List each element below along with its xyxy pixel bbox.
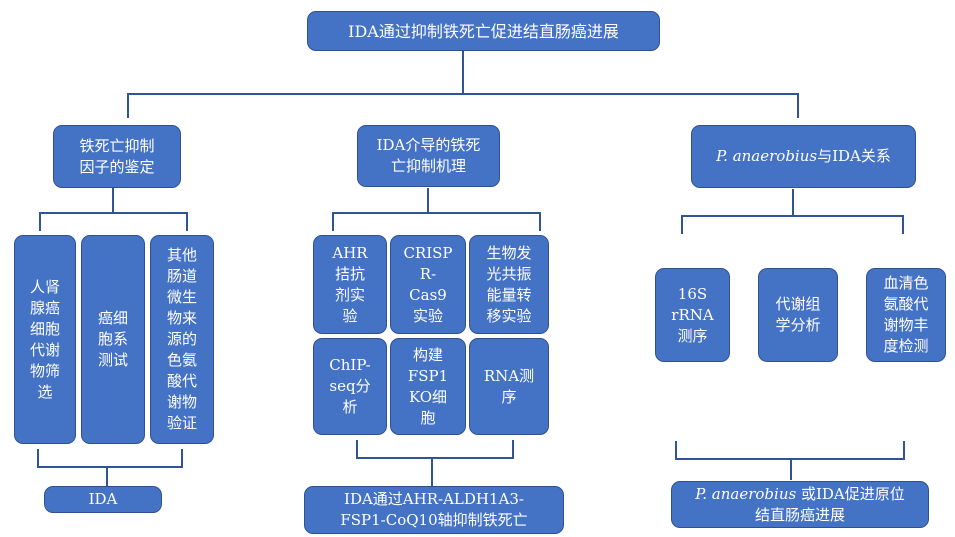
- step-cancer-cell-line-test: 癌细 胞系 测试: [81, 235, 145, 444]
- step-ahr-antagonist: AHR 拮抗 剂实 验: [313, 235, 387, 334]
- branch-relationship: P. anaerobius与IDA关系: [691, 125, 916, 188]
- result-ida: IDA: [44, 486, 162, 513]
- root-bracket: [127, 93, 799, 118]
- branch1-result-bracket: [37, 449, 183, 468]
- branch2-result-bracket: [356, 440, 514, 459]
- branch-identification: 铁死亡抑制 因子的鉴定: [53, 125, 181, 188]
- result-progression-label: 或IDA促进原位 结直肠癌进展: [754, 484, 905, 524]
- step-serum-tryptophan: 血清色 氨酸代 谢物丰 度检测: [866, 268, 946, 362]
- step-fsp1-ko: 构建 FSP1 KO细 胞: [390, 338, 466, 435]
- result-species-name: P. anaerobius: [695, 484, 797, 503]
- branch3-bracket: [681, 215, 904, 234]
- step-crispr-cas9: CRISP R- Cas9 实验: [390, 235, 466, 334]
- root-node: IDA通过抑制铁死亡促进结直肠癌进展: [307, 11, 660, 51]
- step-kidney-cell-screening: 人肾 腺癌 细胞 代谢 物筛 选: [14, 235, 76, 444]
- result-progression: P. anaerobius 或IDA促进原位 结直肠癌进展: [671, 481, 929, 528]
- step-rna-seq: RNA测 序: [469, 338, 549, 435]
- result-axis: IDA通过AHR-ALDH1A3- FSP1-CoQ10轴抑制铁死亡: [304, 486, 564, 534]
- step-chip-seq: ChIP- seq分 析: [313, 338, 387, 435]
- branch-mechanism: IDA介导的铁死 亡抑制机理: [357, 125, 500, 187]
- step-bret: 生物发 光共振 能量转 移实验: [469, 235, 549, 334]
- branch1-bracket: [39, 212, 188, 231]
- step-other-microbe-validation: 其他 肠道 微生 物来 源的 色氨 酸代 谢物 验证: [150, 235, 214, 444]
- species-name: P. anaerobius: [716, 147, 818, 165]
- step-metabolomics: 代谢组 学分析: [758, 268, 838, 362]
- branch2-bracket: [332, 212, 541, 231]
- branch-relationship-label: 与IDA关系: [817, 147, 891, 165]
- step-16s-rrna: 16S rRNA 测序: [655, 268, 730, 362]
- branch3-result-bracket: [675, 441, 905, 460]
